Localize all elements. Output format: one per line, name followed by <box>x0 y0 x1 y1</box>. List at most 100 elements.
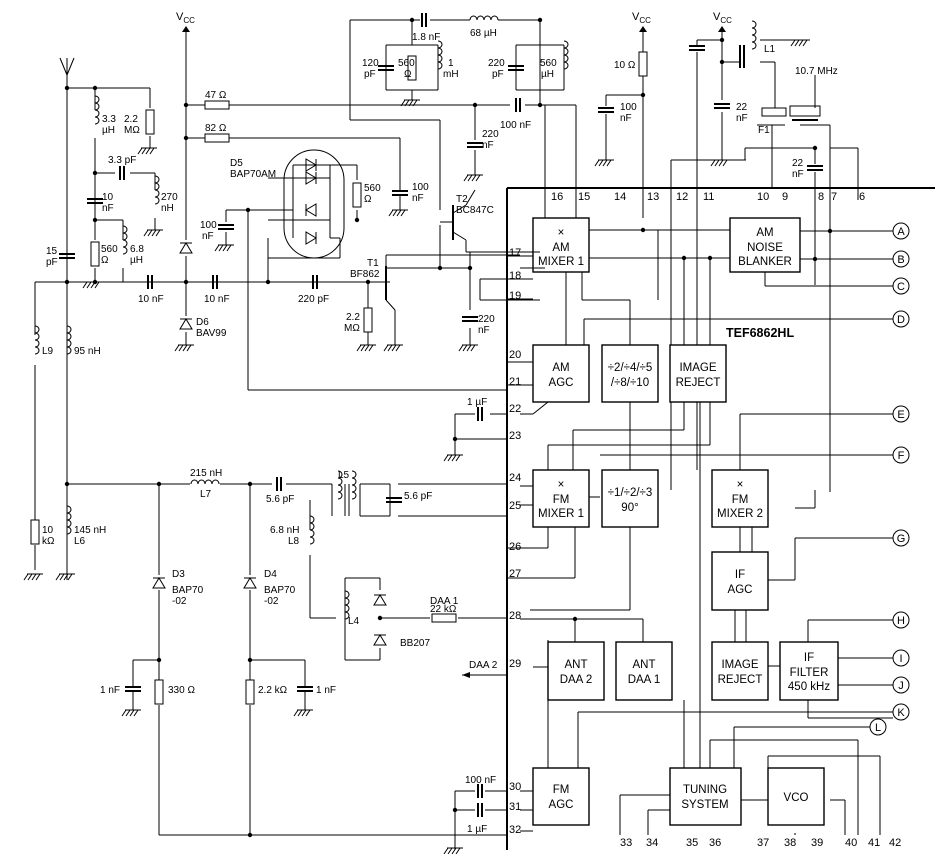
svg-text:L7: L7 <box>200 489 212 500</box>
svg-text:3.3 pF: 3.3 pF <box>108 155 136 166</box>
svg-text:-02: -02 <box>172 596 187 607</box>
svg-text:AM: AM <box>552 362 569 374</box>
block-am-noise-blanker: AM NOISE BLANKER <box>729 217 801 273</box>
svg-text:BF862: BF862 <box>350 269 380 280</box>
connector-d: D <box>892 310 910 328</box>
label-l-68u: 68 µH <box>470 28 497 39</box>
svg-text:nF: nF <box>412 193 424 204</box>
svg-text:L9: L9 <box>42 346 54 357</box>
block-tuning-system: TUNING SYSTEM <box>669 767 742 826</box>
pin-23: 23 <box>509 430 521 442</box>
svg-text:nF: nF <box>482 140 494 151</box>
svg-text:µH: µH <box>541 69 554 80</box>
svg-text:FM: FM <box>553 784 570 796</box>
pin-26: 26 <box>509 541 521 553</box>
svg-text:G: G <box>897 533 906 545</box>
chip-name: TEF6862HL <box>726 326 794 340</box>
svg-text:÷2/÷4/÷5: ÷2/÷4/÷5 <box>608 362 653 374</box>
svg-text:1 µF: 1 µF <box>467 824 487 835</box>
svg-text:D6: D6 <box>196 317 209 328</box>
pin-17: 17 <box>509 247 521 259</box>
block-fm-divider: ÷1/÷2/÷3 90° <box>601 469 659 528</box>
pin-29: 29 <box>509 658 521 670</box>
connector-f: F <box>892 446 910 464</box>
pin-32: 32 <box>509 824 521 836</box>
pin-36: 36 <box>709 837 721 849</box>
connector-h: H <box>892 611 910 629</box>
svg-text:/÷8/÷10: /÷8/÷10 <box>611 377 649 389</box>
svg-text:F: F <box>898 450 905 462</box>
svg-text:270: 270 <box>161 192 178 203</box>
svg-text:100: 100 <box>412 182 429 193</box>
block-am-mixer-1: × AM MIXER 1 <box>532 217 590 273</box>
svg-text:J: J <box>898 680 904 692</box>
svg-text:DAA 2: DAA 2 <box>469 660 498 671</box>
block-if-filter: IF FILTER 450 kHz <box>779 641 839 701</box>
svg-text:Ω: Ω <box>364 194 372 205</box>
svg-text:560: 560 <box>398 58 415 69</box>
pin-35: 35 <box>686 837 698 849</box>
pin-24: 24 <box>509 472 521 484</box>
svg-text:nH: nH <box>161 203 174 214</box>
svg-text:22: 22 <box>736 102 748 113</box>
svg-text:ANT: ANT <box>633 659 656 671</box>
svg-text:22: 22 <box>792 158 804 169</box>
block-if-agc: IF AGC <box>711 551 769 611</box>
svg-text:A: A <box>897 226 905 238</box>
svg-text:REJECT: REJECT <box>676 377 721 389</box>
svg-text:120: 120 <box>362 58 379 69</box>
svg-text:kΩ: kΩ <box>42 536 55 547</box>
svg-text:100 nF: 100 nF <box>465 775 496 786</box>
block-ant-daa-2: ANT DAA 2 <box>547 641 605 701</box>
svg-text:µH: µH <box>102 125 115 136</box>
svg-text:×: × <box>558 479 565 491</box>
svg-text:220: 220 <box>478 314 495 325</box>
svg-text:pF: pF <box>364 69 376 80</box>
svg-text:ANT: ANT <box>565 659 588 671</box>
svg-text:nF: nF <box>202 231 214 242</box>
svg-text:IF: IF <box>735 569 745 581</box>
pin-20: 20 <box>509 349 521 361</box>
svg-text:pF: pF <box>492 69 504 80</box>
connector-a: A <box>880 222 910 240</box>
component-labels: 1.8 nF 68 µH 120 pF 560 Ω 1 mH 220 pF 56… <box>42 28 838 835</box>
pin-15: 15 <box>578 191 590 203</box>
svg-text:560: 560 <box>540 58 557 69</box>
block-fm-agc: FM AGC <box>532 767 590 826</box>
block-fm-mixer-2: × FM MIXER 2 <box>711 469 769 528</box>
svg-text:B: B <box>897 254 904 266</box>
svg-text:220: 220 <box>488 58 505 69</box>
pin-34: 34 <box>646 837 658 849</box>
svg-text:TUNING: TUNING <box>683 784 727 796</box>
svg-text:10: 10 <box>102 192 114 203</box>
svg-text:T1: T1 <box>367 258 379 269</box>
svg-text:3.3: 3.3 <box>102 114 116 125</box>
svg-text:BAV99: BAV99 <box>196 328 227 339</box>
svg-text:MIXER 2: MIXER 2 <box>717 508 763 520</box>
pin-12: 12 <box>676 191 688 203</box>
svg-text:pF: pF <box>46 257 58 268</box>
svg-text:C: C <box>897 281 905 293</box>
svg-text:FM: FM <box>732 494 749 506</box>
svg-text:DAA 2: DAA 2 <box>560 674 593 686</box>
svg-text:BLANKER: BLANKER <box>738 256 792 268</box>
svg-text:Ω: Ω <box>404 69 412 80</box>
svg-text:FILTER: FILTER <box>790 667 829 679</box>
svg-text:IMAGE: IMAGE <box>679 362 716 374</box>
pin-42: 42 <box>889 837 901 849</box>
pin-37: 37 <box>757 837 769 849</box>
pin-7: 7 <box>831 191 837 203</box>
svg-text:AM: AM <box>756 227 773 239</box>
svg-text:82 Ω: 82 Ω <box>205 123 227 134</box>
svg-text:MIXER 1: MIXER 1 <box>538 256 584 268</box>
svg-text:10 nF: 10 nF <box>138 294 164 305</box>
svg-text:nF: nF <box>620 113 632 124</box>
svg-text:5.6 pF: 5.6 pF <box>404 491 432 502</box>
svg-text:1: 1 <box>448 58 454 69</box>
svg-text:100 nF: 100 nF <box>500 120 531 131</box>
pin-28: 28 <box>509 610 521 622</box>
svg-text:L4: L4 <box>348 616 360 627</box>
svg-text:D: D <box>897 314 905 326</box>
svg-text:VCC: VCC <box>632 11 651 25</box>
connector-k: K <box>892 703 910 721</box>
